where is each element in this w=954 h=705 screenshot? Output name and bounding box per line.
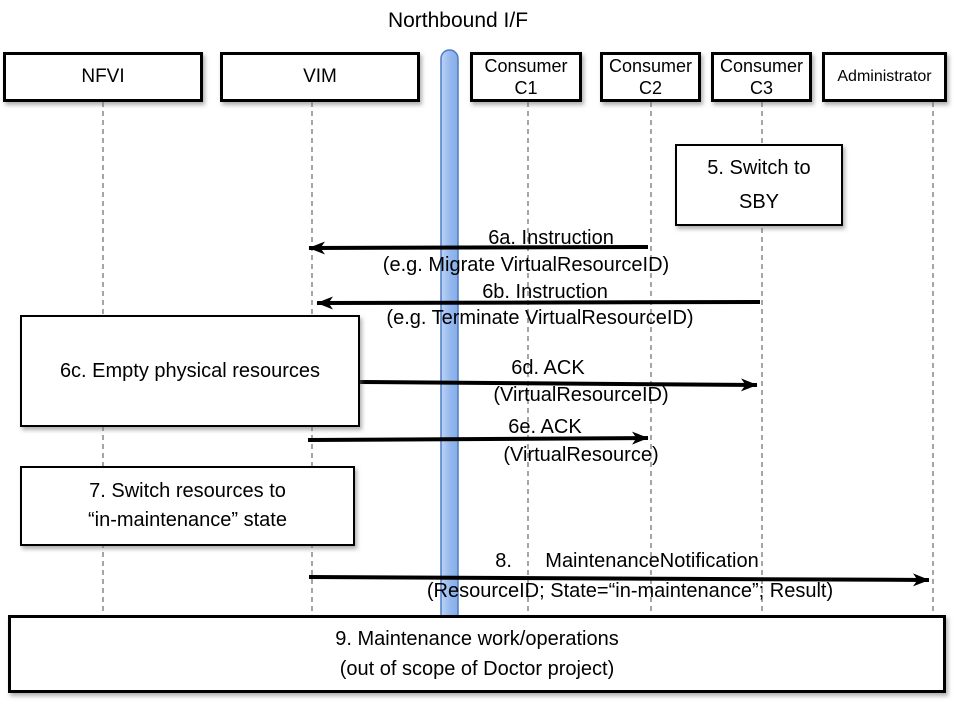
note-text: (out of scope of Doctor project) [339, 658, 615, 680]
note-text: SBY [738, 191, 780, 213]
actor-label: NFVI [81, 66, 125, 88]
actor-box-consumer-c2: Consumer C2 [600, 52, 701, 102]
northbound-if-title: Northbound I/F [387, 9, 529, 32]
actor-label: Consumer [719, 55, 804, 76]
message-params-6a: (e.g. Migrate VirtualResourceID) [382, 254, 670, 276]
note-box-7-switch-resources: 7. Switch resources to “in-maintenance” … [20, 466, 355, 546]
note-text: 9. Maintenance work/operations [335, 628, 619, 650]
note-text: “in-maintenance” state [88, 509, 287, 531]
message-label-8: 8. MaintenanceNotification [495, 550, 759, 572]
note-box-9-maintenance-work: 9. Maintenance work/operations (out of s… [8, 615, 946, 693]
actor-box-vim: VIM [220, 52, 420, 102]
message-params-6e: (VirtualResource) [503, 444, 659, 466]
arrow-6e-ack [307, 431, 649, 445]
note-text: 5. Switch to [707, 157, 811, 179]
actor-label: Administrator [837, 68, 932, 85]
note-box-5-switch-to-sby: 5. Switch to SBY [675, 144, 843, 226]
message-label-6d: 6d. ACK [511, 357, 585, 379]
actor-label: C3 [749, 78, 773, 98]
arrow-6a-instruction [308, 241, 649, 255]
actor-label: C2 [638, 78, 662, 98]
message-params-6b: (e.g. Terminate VirtualResourceID) [386, 307, 694, 329]
actor-label: Consumer [484, 55, 568, 76]
northbound-if-bar [440, 49, 459, 623]
note-box-6c-empty-physical-resources: 6c. Empty physical resources [20, 315, 360, 427]
message-label-6b: 6b. Instruction [482, 281, 608, 303]
arrow-8-maintenance-notification [308, 573, 930, 587]
message-label-6a: 6a. Instruction [488, 227, 614, 249]
actor-box-administrator: Administrator [822, 52, 947, 102]
actor-label: VIM [303, 66, 337, 88]
message-params-8: (ResourceID; State=“in-maintenance”; Res… [426, 580, 834, 602]
message-params-6d: (VirtualResourceID) [493, 384, 669, 406]
arrow-6b-instruction [316, 296, 761, 310]
actor-box-consumer-c1: Consumer C1 [470, 52, 582, 102]
actor-box-nfvi: NFVI [3, 52, 203, 102]
arrow-6d-ack [359, 378, 758, 392]
note-text: 6c. Empty physical resources [59, 359, 321, 382]
actor-label: Consumer [608, 55, 693, 76]
note-text: 7. Switch resources to [89, 480, 286, 502]
message-label-6e: 6e. ACK [508, 416, 582, 438]
actor-label: C1 [514, 78, 538, 98]
actor-box-consumer-c3: Consumer C3 [711, 52, 812, 102]
